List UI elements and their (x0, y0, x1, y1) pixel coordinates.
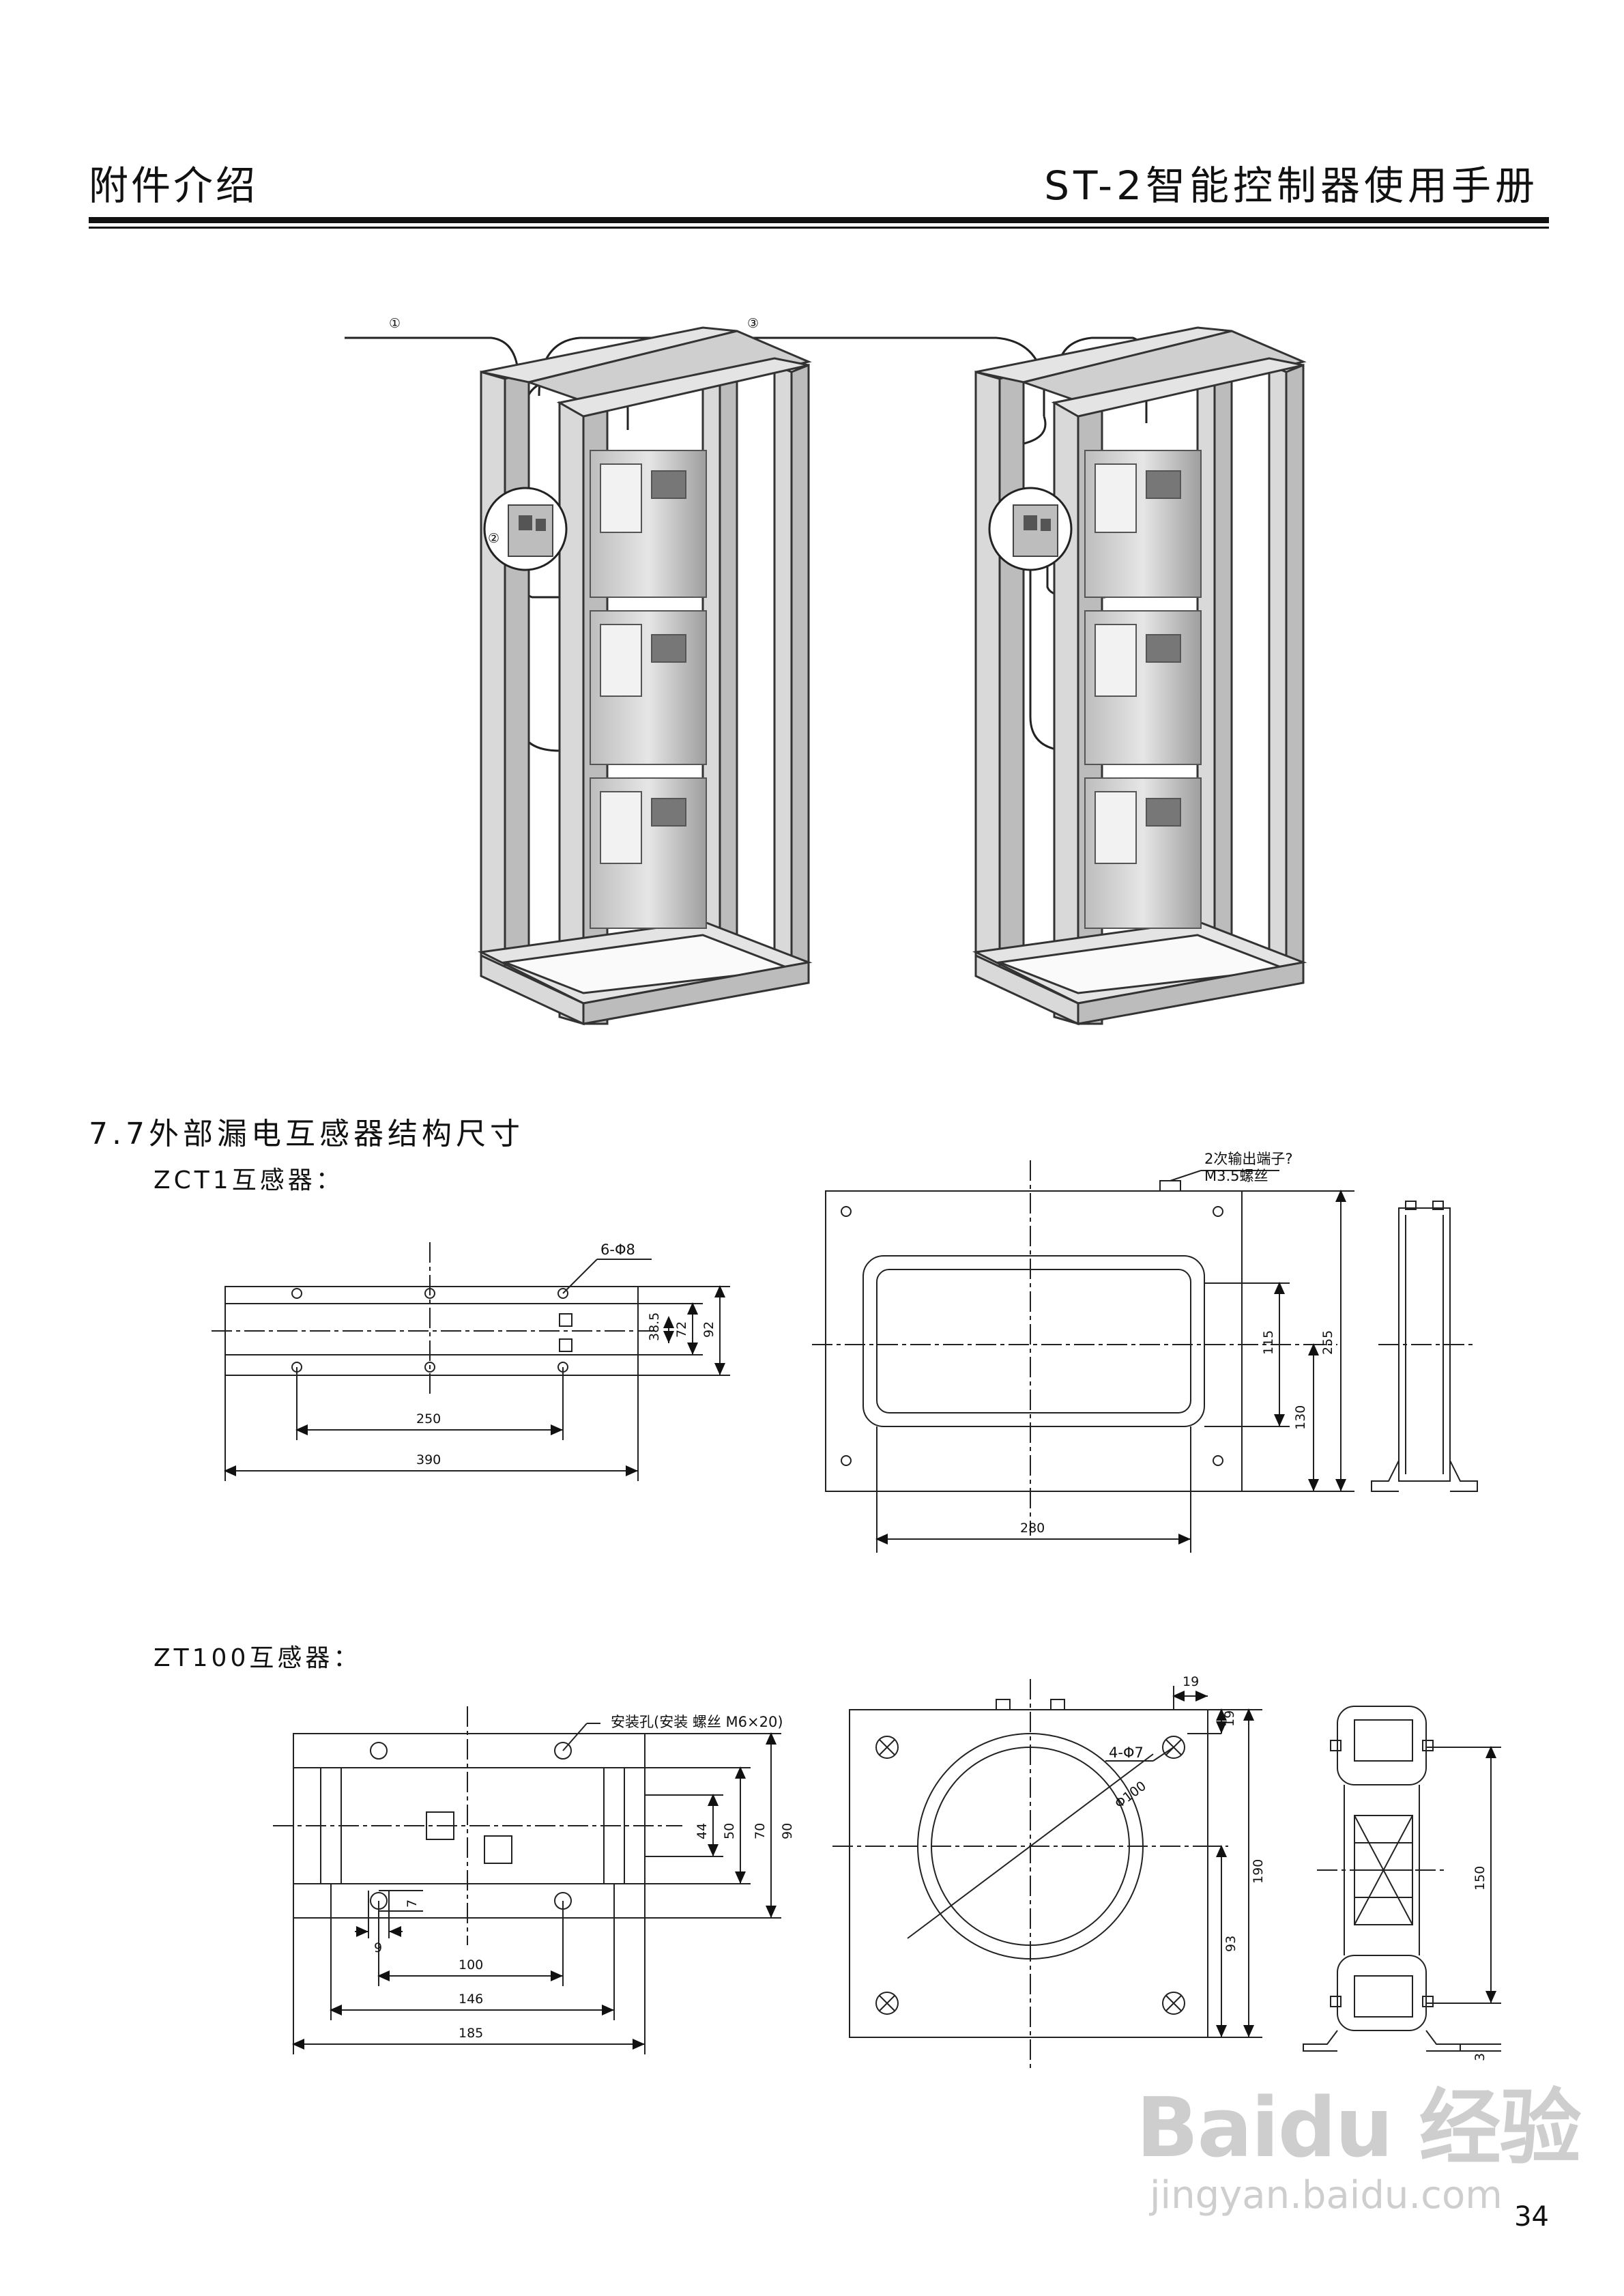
zct1-terminal-note-2: M3.5螺丝 (1204, 1168, 1268, 1184)
callout-2: ② (488, 531, 499, 546)
zt100-end-view (1303, 1706, 1501, 2052)
header-right-title: ST-2智能控制器使用手册 (1044, 162, 1539, 209)
zct1-dim-255: 255 (1320, 1330, 1335, 1355)
zct1-dim-250: 250 (416, 1411, 441, 1426)
page-number: 34 (1514, 2201, 1549, 2233)
zt100-side-view (832, 1679, 1262, 2068)
zct1-dim-390: 390 (416, 1452, 441, 1467)
header-rule-thick (89, 217, 1549, 223)
callout-1: ① (389, 316, 401, 331)
zct1-dim-280: 280 (1020, 1521, 1045, 1536)
zct1-dim-72: 72 (674, 1321, 689, 1338)
breaker-stack-right (1084, 450, 1202, 929)
watermark-brand: Baidu 经验 (1136, 2081, 1582, 2176)
zt100-dim-19a: 19 (1183, 1674, 1199, 1689)
zct1-dim-130: 130 (1293, 1405, 1308, 1430)
zt100-dim-44: 44 (695, 1823, 710, 1839)
zct1-dim-38: 38.5 (647, 1312, 662, 1341)
baidu-watermark: Baidu 经验 jingyan.baidu.com (1136, 2061, 1582, 2218)
zt100-front-view (273, 1706, 781, 2054)
zt100-dim-146: 146 (459, 1992, 483, 2007)
zct1-label: ZCT1互感器： (154, 1166, 344, 1194)
zct1-terminal-note-1: 2次输出端子? (1204, 1151, 1293, 1167)
zct1-dim-92: 92 (701, 1321, 716, 1338)
controller-bubble-right (988, 487, 1073, 571)
zt100-dim-100: 100 (459, 1957, 483, 1972)
zct1-side-view (812, 1160, 1354, 1553)
zt100-hole-note: 4-Φ7 (1109, 1745, 1144, 1761)
callout-3: ③ (747, 316, 759, 331)
header-rule-thin (89, 227, 1549, 229)
zt100-dim-93: 93 (1223, 1936, 1238, 1952)
section-title: 7.7外部漏电互感器结构尺寸 (89, 1117, 524, 1151)
zct1-dim-115: 115 (1261, 1330, 1276, 1355)
zt100-label: ZT100互感器： (154, 1644, 362, 1672)
zt100-dim-3: 3 (1473, 2053, 1488, 2061)
zct1-front-view (212, 1242, 730, 1481)
zt100-dim-185: 185 (459, 2026, 483, 2041)
zt100-dia: Φ100 (1112, 1779, 1149, 1811)
zct1-end-view (1371, 1201, 1478, 1492)
zt100-dim-19b: 19 (1222, 1710, 1237, 1727)
zt100-dim-50: 50 (722, 1823, 737, 1839)
header-left-title: 附件介绍 (89, 162, 259, 209)
zt100-dim-150: 150 (1473, 1866, 1488, 1891)
zt100-dim-70: 70 (753, 1823, 768, 1839)
watermark-url: jingyan.baidu.com (1150, 2173, 1503, 2218)
breaker-stack-left (590, 450, 707, 929)
controller-bubble-left (483, 487, 568, 571)
zt100-dim-190: 190 (1251, 1859, 1266, 1884)
zt100-dim-9: 9 (374, 1940, 382, 1955)
zt100-mount-note: 安装孔(安装 螺丝 M6×20) (611, 1714, 783, 1730)
zct1-hole-note: 6-Φ8 (600, 1242, 635, 1258)
zt100-dim-7: 7 (405, 1899, 420, 1908)
zt100-dim-90: 90 (780, 1823, 795, 1839)
